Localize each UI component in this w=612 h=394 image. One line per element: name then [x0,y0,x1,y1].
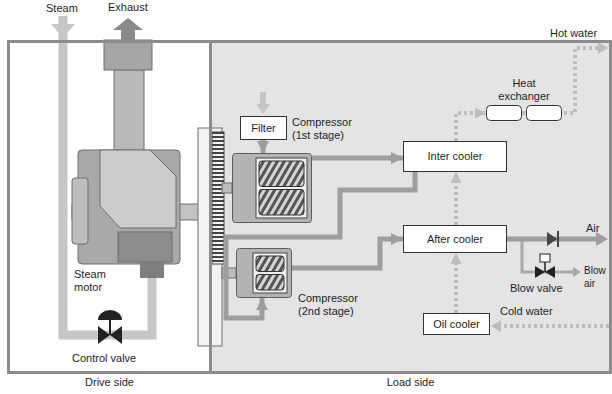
motor-inlet [118,232,172,262]
flow-label: Hot water [550,27,597,40]
shape-heading: Heat exchanger [494,77,554,103]
control-valve-stem [109,320,111,335]
control-valve-body [110,326,122,344]
compressor: Compressor (1st stage) [232,153,312,223]
water-connector [454,253,458,313]
motor-casing [78,150,180,264]
air-connector [312,156,403,161]
box-label: After cooler [427,233,483,246]
shape-heading: Load side [212,376,609,389]
hot-water-arrow-head [598,42,608,54]
cold-water-line [500,324,609,328]
blow-line [522,241,574,272]
part-label: Control valve [72,352,136,365]
blow-valve-body [545,266,555,278]
cold-water-arrow-head [491,320,501,332]
screw-rotor [256,275,284,291]
shape-heading: Compressor (1st stage) [292,116,364,142]
flow-label: Exhaust [108,1,148,14]
exhaust-arrow [113,18,143,40]
blow-arrow-head [573,267,581,277]
part-label: Blow valve [510,282,563,295]
hot-water-line [486,48,600,113]
box-label: Oil cooler [433,318,479,331]
load-ground [209,40,612,374]
rotor-housing [256,158,307,218]
compressor-drawing [232,153,312,223]
control-valve-actuator [98,310,122,320]
flow-label: Steam [46,2,78,15]
water-connector [454,172,458,225]
exhaust-duct [104,40,152,70]
check-valve-bar [557,231,559,247]
cooler-box: After cooler [403,225,507,253]
blow-valve-body [535,266,545,278]
flow-label: Air [586,222,599,235]
water-connector [456,113,486,141]
motor-end [72,178,88,244]
motor-foot [140,262,164,278]
screw-rotor [256,256,284,272]
load-side-region: Heat exchangerFilterCompressor (1st stag… [209,40,612,374]
motor-cover [100,150,176,228]
drive-ground [7,40,212,374]
shaft [222,183,232,193]
blow-valve-stem [544,262,546,272]
compressor-casing [237,249,292,298]
air-outlet-arrow-head [596,232,608,246]
flow-label: Cold water [500,305,553,318]
air-connector [261,140,266,153]
screw-rotor [259,190,304,216]
intake-arrow [260,92,266,105]
part-label: Steam motor [74,268,114,294]
compressor-casing [233,154,312,223]
compressor-drawing [236,248,292,298]
heat-exchanger-drawing [486,105,562,121]
box-label: Filter [251,122,275,135]
shape-heading: Drive side [10,376,209,389]
exhaust-pipe [114,70,144,152]
air-connector [292,239,403,268]
gear [212,132,224,264]
cooler-box: Inter cooler [403,141,507,172]
control-valve-body [98,326,110,344]
blow-valve-actuator [540,254,550,262]
exchanger-unit [487,106,522,121]
exchanger-unit [527,106,562,121]
shape-heading: Compressor (2nd stage) [298,292,370,318]
steam-arrow-head [51,24,75,38]
heat-exchanger: Heat exchanger [486,105,562,121]
drive-side-region: Drive side [7,40,212,374]
filter-box: Filter [240,116,287,140]
compressor: Compressor (2nd stage) [236,248,292,298]
check-valve [547,232,557,246]
box-label: Inter cooler [427,150,482,163]
flow-label: Blow air [584,264,608,290]
intake-arrow-head [256,104,270,114]
rotor-housing [253,253,287,293]
cooler-box: Oil cooler [423,313,490,335]
screw-rotor [259,161,304,187]
